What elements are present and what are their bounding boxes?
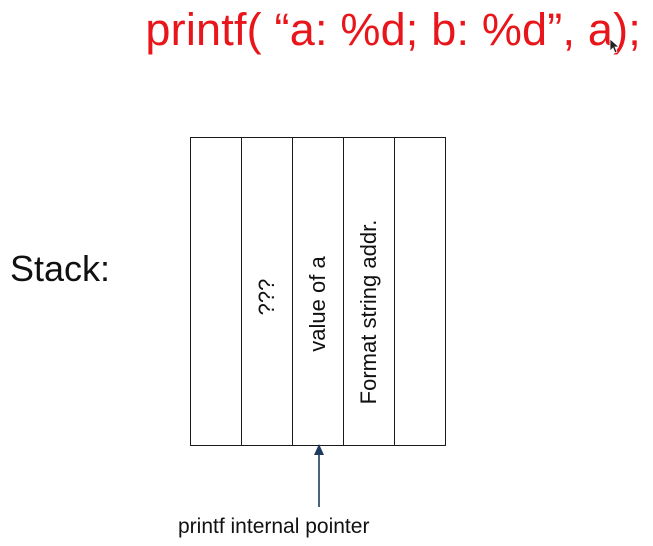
stack-slot-2: ??? (241, 138, 292, 445)
mouse-cursor-icon (609, 38, 619, 54)
stack-slot-5 (394, 138, 445, 445)
stack-slot-3: value of a (292, 138, 343, 445)
stack-diagram: ??? value of a Format string addr. (190, 137, 446, 446)
pointer-label: printf internal pointer (178, 515, 370, 538)
stack-slot-2-label: ??? (254, 278, 279, 315)
stack-slot-4: Format string addr. (343, 138, 394, 445)
stack-slot-3-label: value of a (305, 255, 330, 352)
stack-label: Stack: (10, 248, 111, 289)
pointer-arrow-icon (314, 444, 324, 507)
stack-slot-1 (191, 138, 241, 445)
stack-slot-4-label: Format string addr. (356, 219, 381, 404)
printf-code-line: printf( “a: %d; b: %d”, a); (145, 4, 641, 55)
